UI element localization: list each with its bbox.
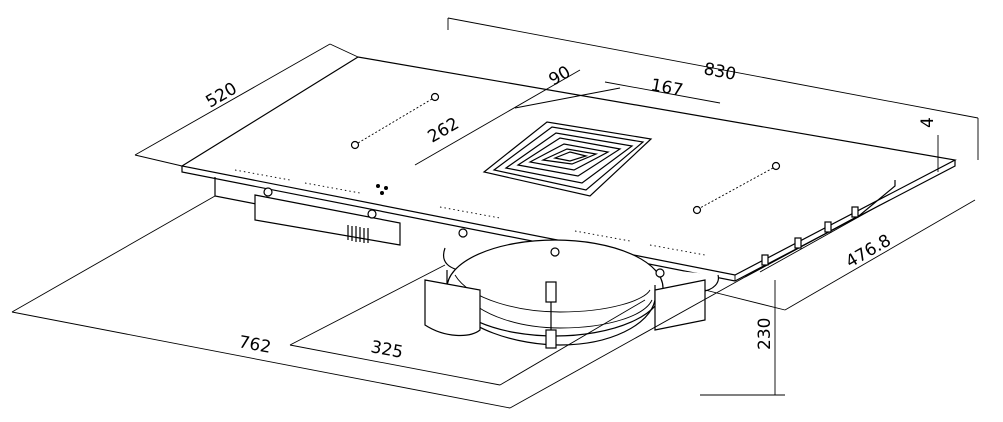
dim-4: 4 <box>918 117 938 128</box>
dim-167: 167 <box>649 75 685 101</box>
dim-830: 830 <box>702 59 738 85</box>
cooking-zone-right <box>692 161 781 215</box>
dim-325: 325 <box>369 337 405 363</box>
dim-762: 762 <box>237 332 273 358</box>
front-edge-screws <box>263 187 665 278</box>
dim-476-8: 476.8 <box>843 231 895 273</box>
dimension-lines <box>11 17 979 409</box>
vent-grille-side <box>347 225 369 243</box>
dim-520: 520 <box>203 79 241 113</box>
downdraft-vent <box>482 121 653 197</box>
cooking-zone-left <box>350 92 440 150</box>
control-panel-markings <box>234 169 706 256</box>
dim-230: 230 <box>755 318 775 350</box>
dim-90: 90 <box>546 62 575 90</box>
motor-fan-unit <box>424 239 720 349</box>
